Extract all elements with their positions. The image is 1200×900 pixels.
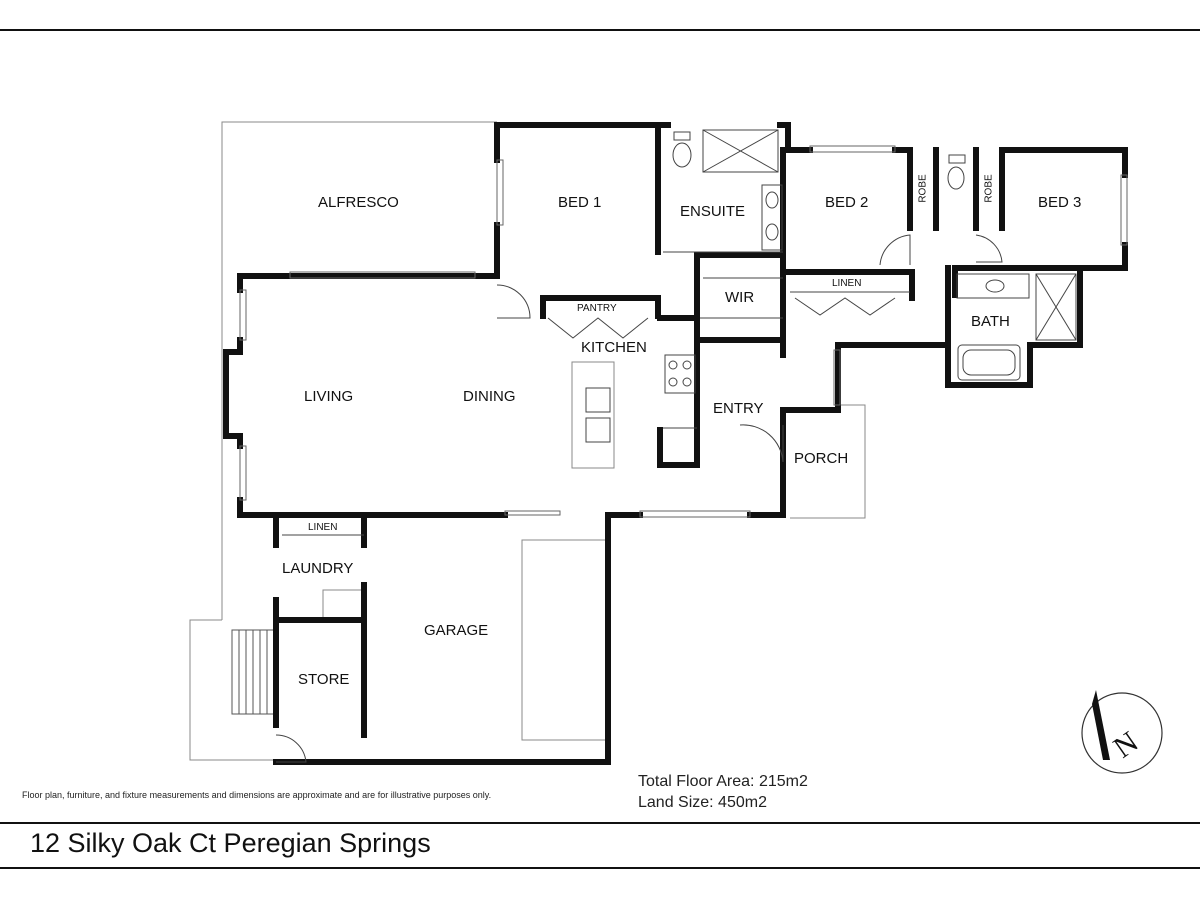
kitchen-sink [585, 387, 611, 413]
room-wir-label: WIR [725, 289, 755, 306]
compass-circle [1081, 692, 1163, 774]
room-dining-label: DINING [463, 388, 516, 405]
garage-car-space [521, 539, 608, 741]
walls [223, 122, 1128, 765]
room-porch-label: PORCH [794, 450, 849, 467]
property-address: 12 Silky Oak Ct Peregian Springs [30, 828, 431, 858]
north-compass: N [1081, 690, 1163, 774]
thin-outlines [189, 121, 866, 761]
room-hall-linen-label: LINEN [832, 278, 862, 289]
kitchen-island [571, 361, 615, 469]
room-kitchen-label: KITCHEN [581, 339, 647, 356]
compass-letter: N [1108, 725, 1145, 764]
room-robe-label: ROBE [917, 174, 929, 203]
room-bath-label: BATH [971, 313, 1010, 330]
door-swings [275, 234, 1003, 763]
ensuite-toilet [672, 142, 692, 168]
hall-toilet [947, 166, 965, 190]
compass-arrow-icon [1092, 690, 1110, 760]
room-robe2-label: ROBE [983, 174, 995, 203]
bath-shower [1035, 273, 1077, 341]
fixtures [282, 129, 1077, 536]
landing-outline [189, 619, 276, 761]
room-store-label: STORE [298, 671, 350, 688]
cooktop [664, 354, 696, 394]
room-bed3-label: BED 3 [1038, 194, 1082, 211]
total-floor-area: Total Floor Area: 215m2 [638, 773, 808, 790]
room-pantry-label: PANTRY [577, 303, 617, 314]
room-entry-label: ENTRY [713, 400, 764, 417]
room-garage-label: GARAGE [424, 622, 489, 639]
bathtub [957, 344, 1021, 381]
room-laundry-label: LAUNDRY [282, 560, 354, 577]
area-info: Total Floor Area: 215m2 Land Size: 450m2 [638, 771, 808, 813]
porch-outline [790, 404, 866, 519]
room-laundry-linen-label: LINEN [308, 522, 338, 533]
room-living-label: LIVING [304, 388, 354, 405]
ensuite-vanity [761, 184, 783, 251]
laundry-tub [322, 589, 364, 619]
room-bed1-label: BED 1 [558, 194, 602, 211]
disclaimer-text: Floor plan, furniture, and fixture measu… [22, 790, 492, 800]
room-bed2-label: BED 2 [825, 194, 869, 211]
room-ensuite-label: ENSUITE [680, 203, 746, 220]
entry-steps [231, 629, 275, 715]
bath-vanity [956, 273, 1030, 299]
ensuite-shower [702, 129, 779, 173]
windows [239, 145, 1128, 518]
land-size: Land Size: 450m2 [638, 794, 767, 811]
room-alfresco-label: ALFRESCO [318, 194, 399, 211]
